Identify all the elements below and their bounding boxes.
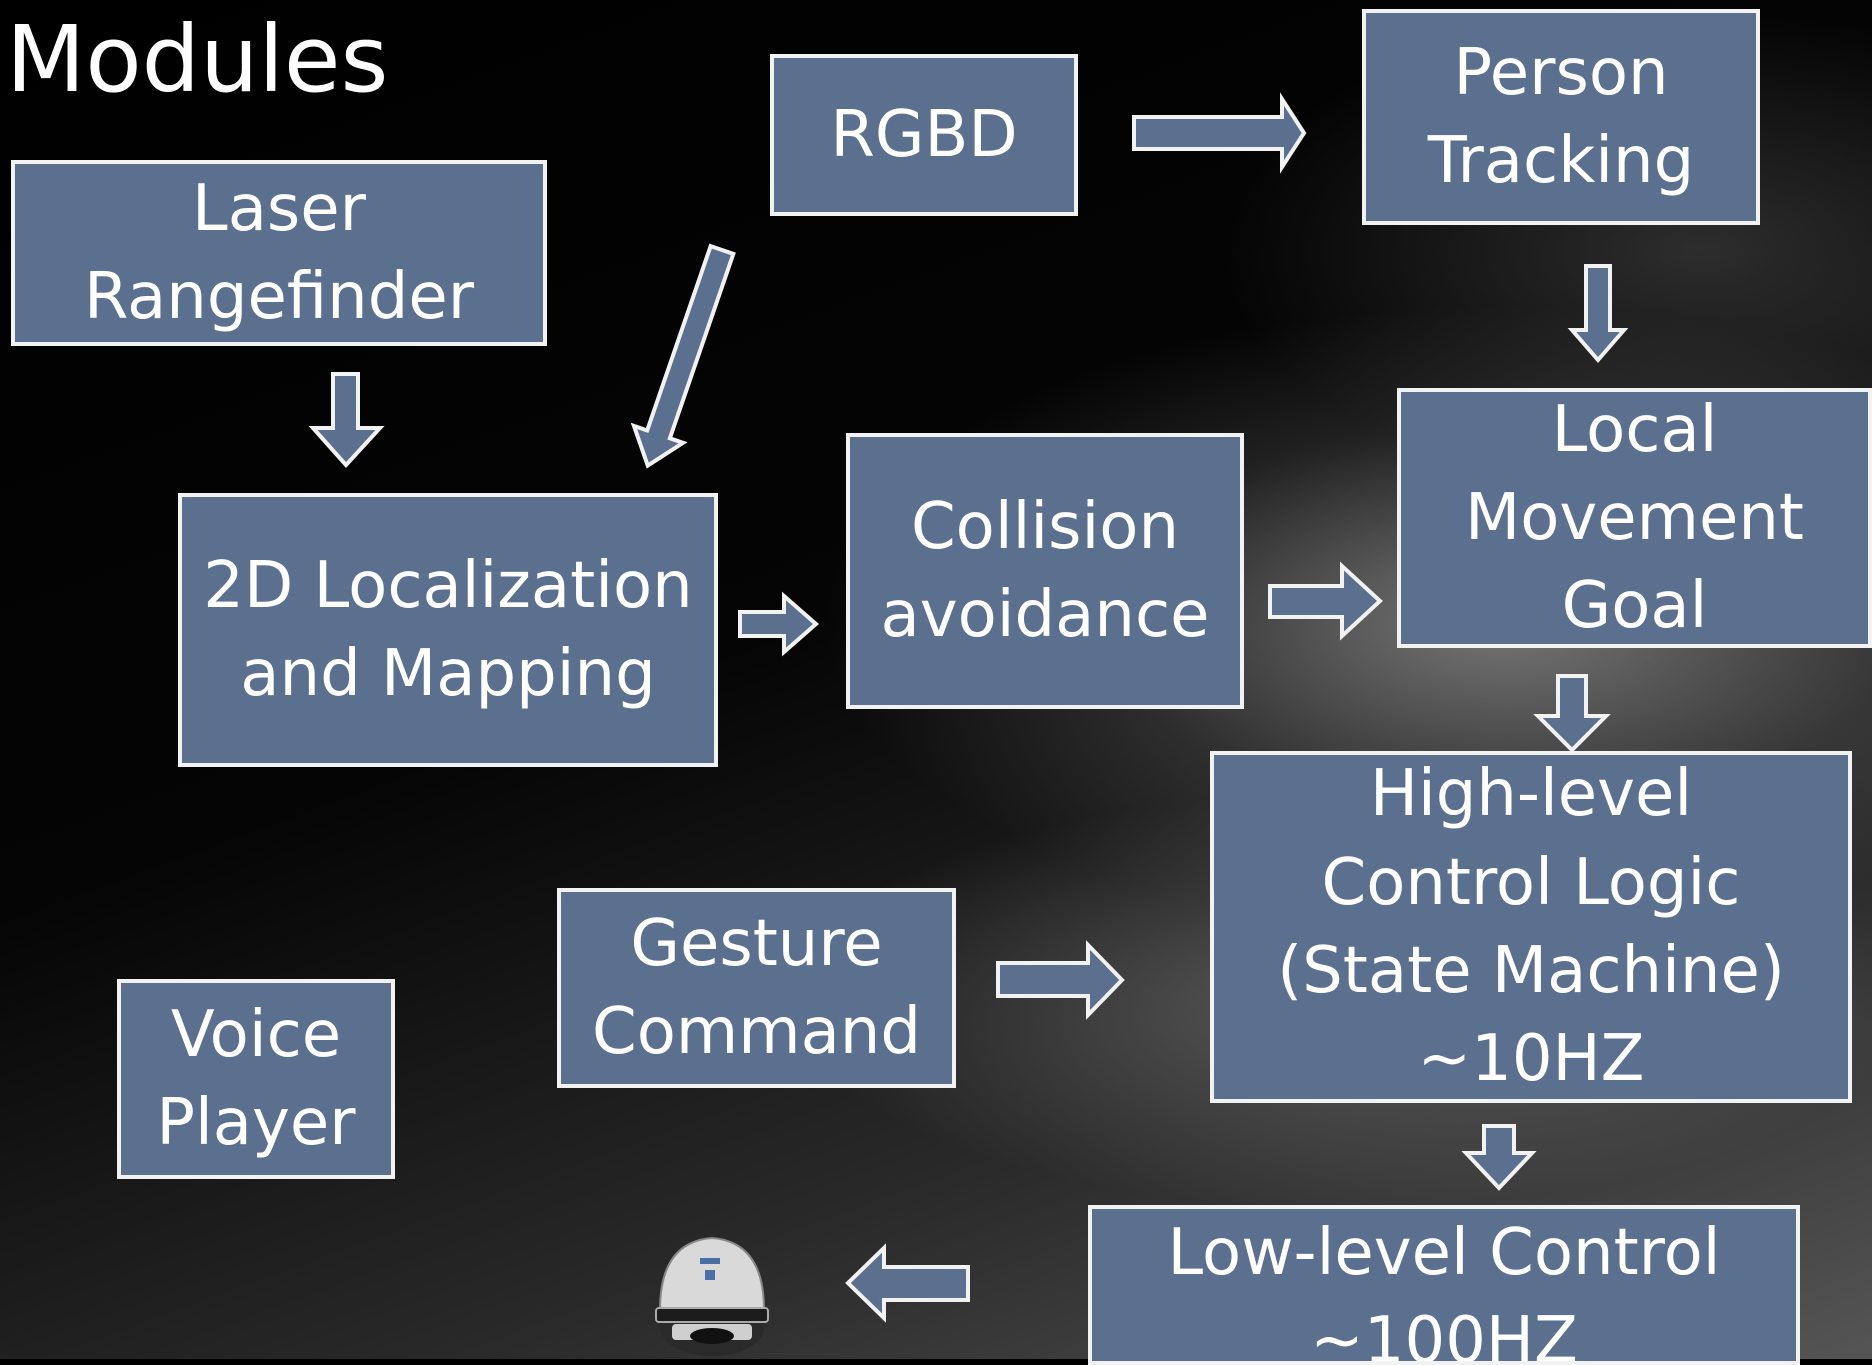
voice-line2: Player xyxy=(156,1086,356,1160)
gesture-line1: Gesture xyxy=(630,906,883,981)
localization-line2: and Mapping xyxy=(240,637,656,711)
arrow-goal-to-highlevel xyxy=(1533,674,1611,753)
voice-player-box: Voice Player xyxy=(117,979,395,1179)
localgoal-line2: Movement xyxy=(1465,480,1804,555)
arrow-rgbd-to-localization xyxy=(630,243,736,469)
collision-line2: avoidance xyxy=(880,578,1210,652)
person-line1: Person xyxy=(1453,35,1669,110)
slide-title: Modules xyxy=(6,6,389,113)
lowlevel-line1: Low-level Control xyxy=(1167,1216,1721,1290)
localgoal-line3: Goal xyxy=(1561,569,1708,644)
collision-avoidance-box: Collision avoidance xyxy=(846,433,1244,709)
local-movement-goal-box: Local Movement Goal xyxy=(1397,388,1872,648)
robot-icon xyxy=(655,1236,769,1356)
rgbd-box: RGBD xyxy=(770,54,1078,216)
voice-line1: Voice xyxy=(170,997,342,1072)
person-line2: Tracking xyxy=(1427,124,1695,198)
arrow-person-to-goal xyxy=(1567,264,1629,364)
laser-line1: Laser xyxy=(192,171,366,246)
localization-line1: 2D Localization xyxy=(203,548,693,623)
highlevel-line3: (State Machine) xyxy=(1277,934,1785,1008)
highlevel-line1: High-level xyxy=(1369,757,1693,832)
highlevel-line4: ~10HZ xyxy=(1417,1022,1645,1097)
gesture-command-box: Gesture Command xyxy=(557,888,956,1088)
arrow-collision-to-goal xyxy=(1268,561,1383,641)
laser-line2: Rangefinder xyxy=(83,260,475,334)
arrow-highlevel-to-lowlevel xyxy=(1461,1124,1537,1191)
localgoal-line1: Local xyxy=(1551,392,1718,467)
arrow-gesture-to-highlevel xyxy=(996,940,1125,1020)
arrow-laser-to-localization xyxy=(308,372,385,468)
rgbd-line1: RGBD xyxy=(830,97,1018,172)
person-tracking-box: Person Tracking xyxy=(1362,9,1760,225)
lowlevel-line2: ~100HZ xyxy=(1310,1304,1578,1365)
collision-line1: Collision xyxy=(910,489,1180,564)
arrow-rgbd-to-person xyxy=(1132,92,1307,174)
laser-rangefinder-box: Laser Rangefinder xyxy=(11,160,547,346)
highlevel-line2: Control Logic xyxy=(1321,845,1741,920)
arrow-lowlevel-to-robot xyxy=(845,1243,970,1323)
arrow-localization-to-collision xyxy=(738,591,820,657)
high-level-control-box: High-level Control Logic (State Machine)… xyxy=(1210,751,1852,1103)
localization-mapping-box: 2D Localization and Mapping xyxy=(178,493,718,767)
gesture-line2: Command xyxy=(592,995,921,1069)
